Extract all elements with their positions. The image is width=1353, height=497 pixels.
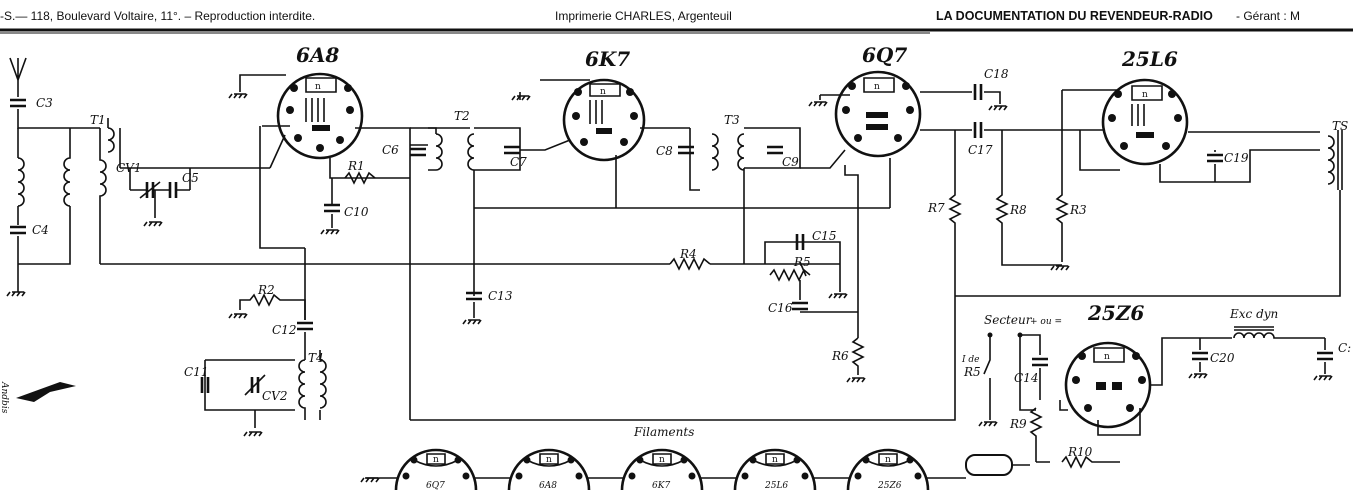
svg-text:n: n [1104, 352, 1110, 362]
tube-label-6k7: 6K7 [585, 47, 630, 71]
capacitor-c14 [1030, 357, 1050, 367]
socket-key-mark: n [772, 455, 778, 465]
label-r8: R8 [1009, 203, 1027, 217]
label-exc-dyn: Exc dyn [1229, 307, 1278, 321]
label-c4: C4 [32, 223, 49, 237]
socket-key-mark: n [885, 455, 891, 465]
filament-socket-6q7: n 6Q7 [394, 448, 478, 491]
capacitor-c5 [168, 180, 178, 200]
label-t3: T3 [724, 113, 740, 127]
label-r5: R5 [793, 255, 811, 269]
filament-label-25z6: 25Z6 [877, 481, 902, 491]
header-publisher-address: -S.— 118, Boulevard Voltaire, 11°. – Rep… [0, 9, 316, 23]
label-t1: T1 [90, 113, 106, 127]
label-c13: C13 [488, 289, 513, 303]
label-ts: TS [1332, 119, 1348, 133]
label-r6: R6 [831, 349, 849, 363]
tube-6a8: n [276, 72, 364, 160]
label-side-mark: Andbis [0, 381, 9, 414]
capacitor-c3 [8, 98, 28, 108]
capacitor-c12 [295, 321, 315, 331]
capacitor-c8 [676, 145, 696, 155]
label-r2: R2 [257, 283, 275, 297]
label-c17: C17 [968, 143, 993, 157]
label-c16: C16 [768, 301, 793, 315]
label-r10: R10 [1067, 445, 1093, 459]
label-r4: R4 [679, 247, 697, 261]
filament-sockets: n 6Q7 n 6A8 n 6K7 n 25L6 n 25Z6 [394, 448, 930, 491]
filament-label-25l6: 25L6 [764, 481, 788, 491]
filament-socket-6k7: n 6K7 [620, 448, 704, 491]
label-cv2: CV2 [262, 389, 287, 403]
capacitor-c18 [973, 82, 983, 102]
label-t2: T2 [454, 109, 470, 123]
capacitor-c21 [1315, 351, 1335, 361]
label-c7: C7 [510, 155, 527, 169]
label-c6: C6 [382, 143, 399, 157]
capacitor-c10 [322, 203, 342, 213]
svg-text:n: n [1142, 90, 1148, 100]
label-c10: C10 [344, 205, 369, 219]
tube-label-25l6: 25L6 [1121, 47, 1178, 71]
socket-key-mark: n [433, 455, 439, 465]
label-r7: R7 [927, 201, 945, 215]
tube-6k7: n [562, 78, 646, 162]
label-c5: C5 [182, 171, 199, 185]
label-c20: C20 [1210, 351, 1235, 365]
label-c21: C: [1338, 341, 1351, 355]
capacitor-c4 [8, 225, 28, 235]
label-secteur-voltage: + ou = [1030, 317, 1062, 327]
capacitor-c6 [408, 147, 428, 157]
label-c19: C19 [1224, 151, 1249, 165]
capacitor-c7 [502, 145, 522, 155]
label-filaments: Filaments [633, 425, 694, 439]
label-r9: R9 [1009, 417, 1027, 431]
filament-socket-25z6: n 25Z6 [846, 448, 930, 491]
tube-6q7: n [834, 70, 922, 158]
label-switch-i-de: I de [961, 355, 980, 365]
label-secteur: Secteur [984, 313, 1033, 327]
pilot-lamp-icon [965, 454, 1030, 476]
header-printer: Imprimerie CHARLES, Argenteuil [555, 9, 732, 23]
label-c3: C3 [36, 96, 53, 110]
label-t4: T4 [308, 351, 324, 365]
socket-key-mark: n [659, 455, 665, 465]
svg-text:n: n [315, 82, 321, 92]
header-publication-title: LA DOCUMENTATION DU REVENDEUR-RADIO [936, 9, 1213, 23]
filament-label-6q7: 6Q7 [426, 481, 445, 491]
tube-label-25z6: 25Z6 [1087, 301, 1144, 325]
capacitor-c17 [973, 120, 983, 140]
label-c18: C18 [984, 67, 1009, 81]
label-c15: C15 [812, 229, 836, 243]
socket-key-mark: n [546, 455, 552, 465]
filament-socket-6a8: n 6A8 [507, 448, 591, 491]
label-c14: C14 [1014, 371, 1038, 385]
tube-25l6: n [1101, 78, 1189, 166]
capacitor-c16 [790, 301, 810, 311]
label-r1: R1 [347, 159, 365, 173]
label-c11: C11 [184, 365, 208, 379]
label-cv1: CV1 [116, 161, 141, 175]
capacitor-c19 [1205, 153, 1225, 163]
label-c9: C9 [782, 155, 799, 169]
antenna-icon [9, 57, 27, 81]
pointing-hand-icon [16, 382, 76, 402]
label-c8: C8 [656, 144, 673, 158]
svg-text:n: n [874, 82, 880, 92]
filament-socket-25l6: n 25L6 [733, 448, 817, 491]
label-c12: C12 [272, 323, 296, 337]
capacitor-c20 [1190, 351, 1210, 361]
capacitor-c9 [765, 145, 785, 155]
filament-label-6k7: 6K7 [652, 481, 670, 491]
tube-label-6a8: 6A8 [296, 43, 339, 67]
svg-text:n: n [600, 87, 606, 97]
label-switch-r5: R5 [963, 365, 981, 379]
header-manager: - Gérant : M [1236, 9, 1301, 23]
filament-label-6a8: 6A8 [539, 481, 557, 491]
tube-25z6: n [1064, 341, 1152, 429]
tube-label-6q7: 6Q7 [862, 43, 907, 67]
label-r3: R3 [1069, 203, 1087, 217]
